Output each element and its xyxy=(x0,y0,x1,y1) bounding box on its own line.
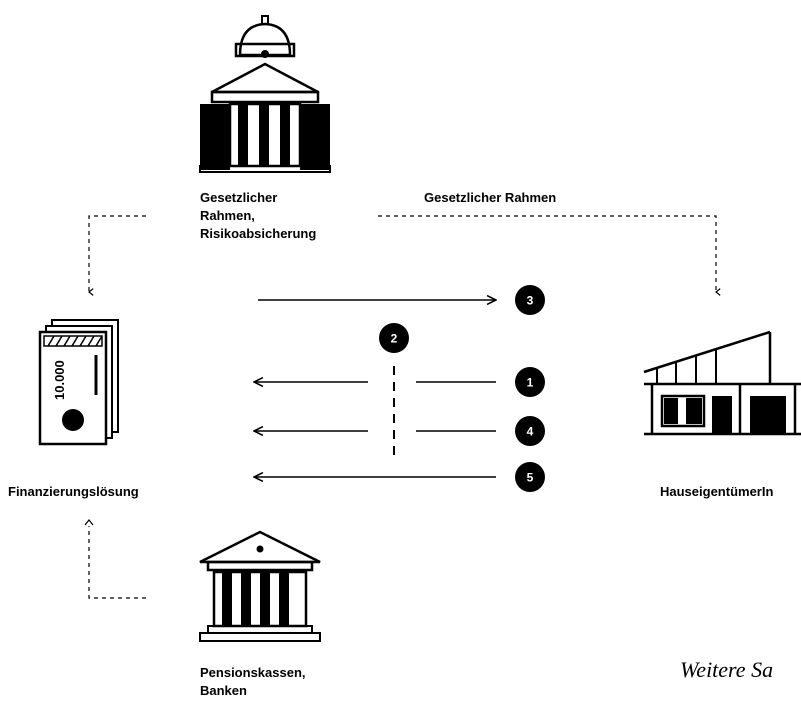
dashed-connector-lenders-financing xyxy=(84,519,146,599)
money-stack-icon: 10.000 xyxy=(38,319,119,446)
step-badge-4: 4 xyxy=(515,416,545,446)
government-building-icon xyxy=(199,15,331,173)
step-badge-2: 2 xyxy=(379,323,409,353)
government-label: Gesetzlicher Rahmen, Risikoabsicherung xyxy=(200,190,317,241)
step-number: 3 xyxy=(527,294,534,308)
homeowner-label: HauseigentümerIn xyxy=(660,484,774,499)
step-number: 1 xyxy=(527,376,534,390)
dashed-connector-government-homeowner xyxy=(378,215,721,296)
house-icon xyxy=(643,330,801,436)
step-badge-3: 3 xyxy=(515,285,545,315)
dashed-connector-government-financing xyxy=(88,215,146,296)
step-number: 2 xyxy=(391,332,398,346)
financing-label: Finanzierungslösung xyxy=(8,484,139,499)
banknote-value: 10.000 xyxy=(52,360,67,400)
framework-link-label: Gesetzlicher Rahmen xyxy=(424,190,557,205)
step-badge-5: 5 xyxy=(515,462,545,492)
footer-note: Weitere Sa xyxy=(680,657,774,682)
step-number: 5 xyxy=(527,471,534,485)
bank-icon xyxy=(199,530,321,642)
step-badge-1: 1 xyxy=(515,367,545,397)
step-number: 4 xyxy=(527,425,534,439)
lenders-label: Pensionskassen, Banken xyxy=(200,665,306,698)
